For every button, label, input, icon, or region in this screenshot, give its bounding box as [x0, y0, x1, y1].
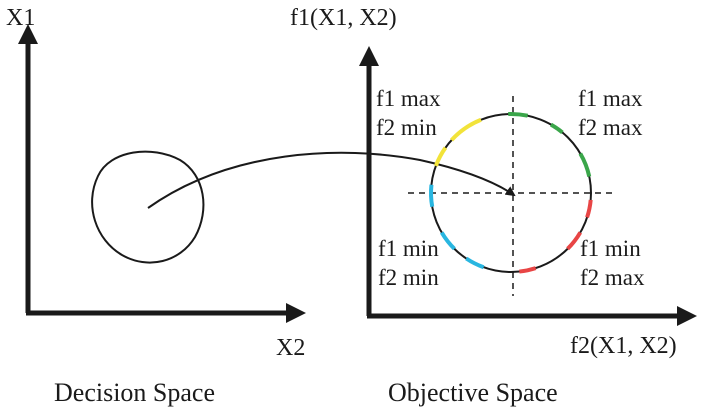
objective-y-arrowhead — [359, 46, 379, 66]
decision-space-caption: Decision Space — [54, 378, 216, 407]
mapping-arrow — [147, 151, 516, 209]
quadrant-top-left-line2: f2 min — [376, 115, 437, 140]
decision-region-curve — [91, 150, 205, 264]
segment-bottom-right-1 — [585, 199, 593, 219]
decision-x-arrowhead — [286, 303, 306, 323]
quadrant-top-right-line2: f2 max — [578, 115, 643, 140]
quadrant-top-right-line1: f1 max — [578, 86, 643, 111]
quadrant-bottom-left-line2: f2 min — [378, 265, 439, 290]
segment-bottom-right-2 — [566, 231, 583, 251]
quadrant-bottom-right-line2: f2 max — [580, 265, 645, 290]
segment-top-right-3 — [578, 152, 592, 178]
objective-y-axis-label: f1(X1, X2) — [290, 5, 397, 31]
segment-top-right-2 — [549, 122, 564, 135]
segment-top-left-2 — [450, 117, 482, 142]
segment-top-left-1 — [433, 146, 448, 167]
segment-top-right-1 — [508, 112, 529, 118]
quadrant-top-right-label: f1 max f2 max — [578, 84, 643, 142]
decision-y-arrowhead — [18, 24, 38, 44]
quadrant-bottom-left-label: f1 min f2 min — [378, 234, 439, 292]
objective-space-caption: Objective Space — [388, 378, 558, 407]
objective-space-axes — [359, 46, 697, 326]
segment-bottom-right-3 — [519, 266, 537, 274]
decision-x-axis-label: X2 — [276, 335, 306, 361]
segment-bottom-left-2 — [439, 231, 456, 251]
objective-x-arrowhead — [677, 306, 697, 326]
segment-bottom-left-3 — [429, 184, 435, 208]
quadrant-bottom-right-line1: f1 min — [580, 236, 641, 261]
quadrant-bottom-right-label: f1 min f2 max — [580, 234, 645, 292]
quadrant-top-left-line1: f1 max — [376, 86, 441, 111]
decision-y-axis-label: X1 — [6, 5, 36, 31]
objective-x-axis-label: f2(X1, X2) — [570, 333, 677, 359]
segment-bottom-left-1 — [465, 256, 485, 270]
quadrant-bottom-left-line1: f1 min — [378, 236, 439, 261]
quadrant-top-left-label: f1 max f2 min — [376, 84, 441, 142]
objective-circle-segments — [429, 112, 593, 274]
decision-space-axes — [18, 24, 306, 323]
